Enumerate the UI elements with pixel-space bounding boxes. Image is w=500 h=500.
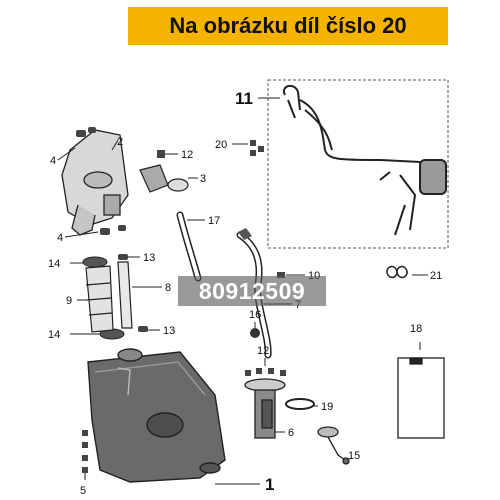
callout-13-bottom: 13 [163, 325, 175, 337]
callout-9: 9 [66, 295, 72, 307]
part-1-fuel-tank [87, 348, 226, 483]
part-10-clip [277, 272, 285, 278]
part-18-label [397, 357, 445, 439]
callout-14-bottom: 14 [48, 329, 60, 341]
part-14-collars [82, 256, 125, 340]
callout-5: 5 [80, 485, 86, 497]
callout-16: 16 [249, 309, 261, 321]
part-13-clamps [118, 254, 148, 332]
part-2-bracket [61, 129, 129, 236]
watermark-text: 80912509 [198, 277, 306, 304]
callout-11: 11 [235, 89, 253, 108]
part-12-pump-screws [245, 368, 286, 376]
part-9-filler-hose [85, 265, 114, 333]
part-19-seal-ring [285, 398, 315, 410]
part-4-bolts [76, 127, 126, 235]
callout-4-top: 4 [50, 155, 56, 167]
callout-15: 15 [348, 450, 360, 462]
part-20-screws [250, 140, 264, 156]
part-number-banner: Na obrázku díl číslo 20 [128, 7, 448, 45]
callout-18: 18 [410, 323, 422, 335]
watermark-overlay: 80912509 [178, 276, 326, 306]
banner-text: Na obrázku díl číslo 20 [169, 13, 407, 38]
part-16-clamp [250, 322, 260, 338]
callout-20: 20 [215, 139, 227, 151]
evap-assembly-frame [267, 79, 449, 249]
part-8-breather-hose [117, 261, 133, 329]
part-11-evap-assembly [283, 84, 447, 236]
part-21-clip [386, 265, 408, 279]
callout-1: 1 [265, 475, 274, 494]
part-3-sensor [139, 164, 189, 193]
callout-21: 21 [430, 270, 442, 282]
part-6-fuel-pump [244, 378, 286, 439]
callout-12-pump: 12 [257, 345, 269, 357]
part-15-level-sender [317, 426, 350, 465]
callout-17: 17 [208, 215, 220, 227]
callout-19: 19 [321, 401, 333, 413]
callout-12-top: 12 [181, 149, 193, 161]
callout-13-top: 13 [143, 252, 155, 264]
callout-4-bottom: 4 [57, 232, 63, 244]
part-12-screw-top [157, 150, 178, 158]
callout-8: 8 [165, 282, 171, 294]
part-5-bolts [82, 430, 88, 473]
callout-2: 2 [117, 136, 123, 148]
callout-3: 3 [200, 173, 206, 185]
callout-6: 6 [288, 427, 294, 439]
callout-14-top: 14 [48, 258, 60, 270]
